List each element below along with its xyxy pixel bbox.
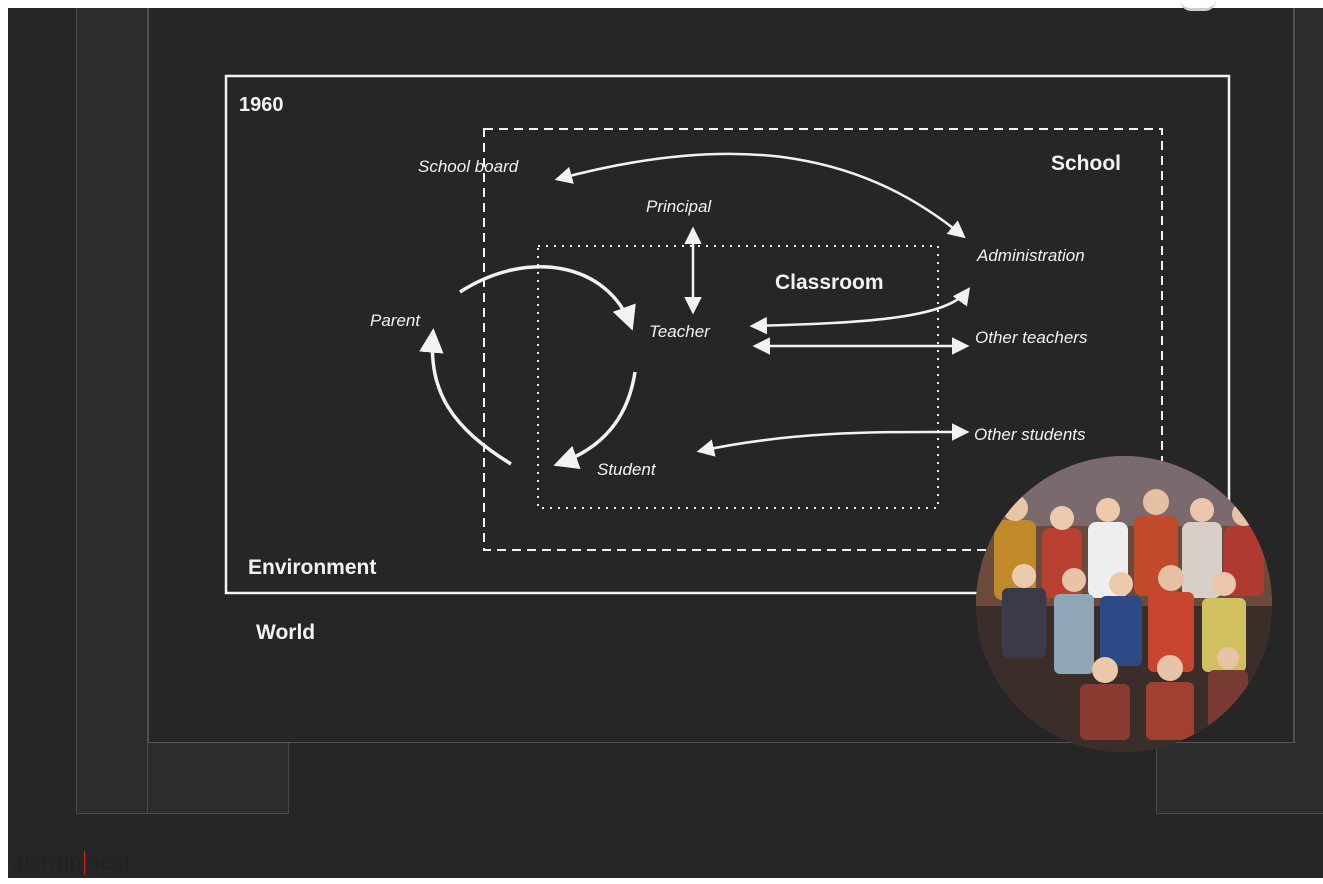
world-label: World: [256, 621, 315, 644]
year-label: 1960: [239, 94, 284, 116]
brand-separator: |: [82, 848, 88, 875]
arrow-student-parent: [419, 328, 512, 466]
ecosystem-diagram: 1960 School Classroom Environment World …: [224, 74, 1231, 644]
arrow-parent-teacher: [459, 265, 636, 331]
arrow-teacher-administration: [749, 287, 971, 335]
brand-left: alstrup: [12, 848, 83, 875]
frame-left-bar: [76, 8, 148, 814]
classroom-label: Classroom: [775, 271, 884, 294]
brand-logo: alstrup|next: [12, 848, 132, 876]
node-other-teachers: Other teachers: [975, 328, 1088, 347]
node-school-board: School board: [418, 157, 519, 176]
node-other-students: Other students: [974, 425, 1086, 444]
arrow-schoolboard-administration: [554, 152, 966, 239]
node-teacher: Teacher: [649, 322, 711, 341]
arrow-teacher-student: [553, 371, 637, 469]
school-box: [483, 128, 1163, 551]
corner-arc-mark: [1180, 0, 1216, 11]
frame-right-foot: [1156, 742, 1296, 814]
frame-right-bar: [1294, 8, 1323, 814]
brand-right: next: [87, 848, 132, 875]
environment-label: Environment: [248, 556, 376, 579]
classroom-box: [537, 245, 939, 509]
node-administration: Administration: [976, 246, 1085, 265]
node-parent: Parent: [370, 311, 421, 330]
arrow-student-other-students: [696, 423, 970, 457]
class-photo: [976, 456, 1272, 752]
school-label: School: [1051, 152, 1121, 175]
node-student: Student: [597, 460, 657, 479]
slide-inner-outline: [148, 8, 1294, 743]
environment-box: [224, 74, 1231, 595]
class-photo-icon: [976, 456, 1272, 752]
node-principal: Principal: [646, 197, 712, 216]
frame-left-foot: [148, 742, 289, 814]
slide: 1960 School Classroom Environment World …: [8, 8, 1323, 878]
